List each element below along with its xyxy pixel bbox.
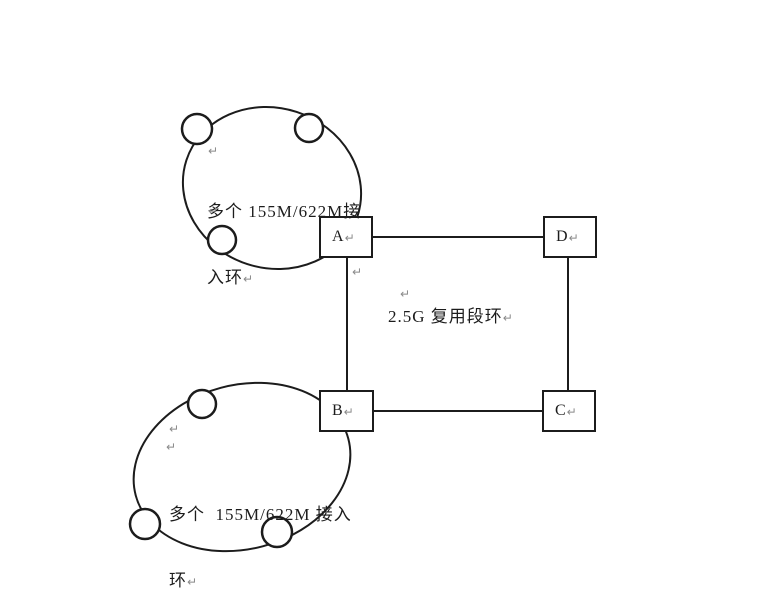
node-label-c: C (555, 402, 566, 419)
top-ring-node-circle-3 (206, 224, 238, 256)
node-box-d: D ↵ (543, 216, 597, 258)
line-break-mark: ↵ (166, 440, 177, 454)
top-ring-label: 多个 155M/622M接 入环↵ (207, 157, 361, 333)
line-break-mark: ↵ (568, 231, 579, 245)
bottom-ring-label: 多个 155M/622M 接入 环↵ (169, 460, 352, 600)
line-break-mark: ↵ (343, 405, 354, 419)
node-label-d: D (556, 228, 568, 245)
line-break-mark: ↵ (344, 231, 355, 245)
core-ring-label: 2.5G 复用段环↵ (388, 307, 514, 326)
line-break-mark: ↵ (208, 144, 219, 158)
line-break-mark: ↵ (187, 575, 199, 589)
top-ring-label-line2: 入环↵ (207, 268, 255, 287)
line-break-mark: ↵ (208, 204, 219, 218)
bottom-ring-node-circle-2 (128, 507, 162, 541)
bottom-ring-label-line2: 环↵ (169, 571, 199, 590)
bottom-ring-label-line1: 多个 155M/622M 接入 (169, 505, 352, 524)
line-break-mark: ↵ (243, 272, 255, 286)
top-ring-node-circle-1 (180, 112, 214, 146)
line-break-mark: ↵ (566, 405, 577, 419)
node-label-a: A (332, 228, 344, 245)
line-break-mark: ↵ (502, 311, 514, 325)
bottom-access-ring-ellipse (132, 381, 352, 553)
line-break-mark: ↵ (400, 287, 411, 301)
top-ring-node-circle-2 (293, 112, 325, 144)
node-box-a: A ↵ (319, 216, 373, 258)
top-ring-label-line1: 多个 155M/622M接 (207, 202, 362, 221)
line-break-mark: ↵ (352, 265, 363, 279)
bottom-ring-node-circle-3 (260, 515, 294, 549)
line-break-mark: ↵ (169, 422, 180, 436)
node-box-c: C ↵ (542, 390, 596, 432)
bottom-ring-node-circle-1 (186, 388, 218, 420)
node-box-b: B ↵ (319, 390, 374, 432)
top-access-ring-ellipse (181, 105, 363, 271)
node-label-b: B (332, 402, 343, 419)
